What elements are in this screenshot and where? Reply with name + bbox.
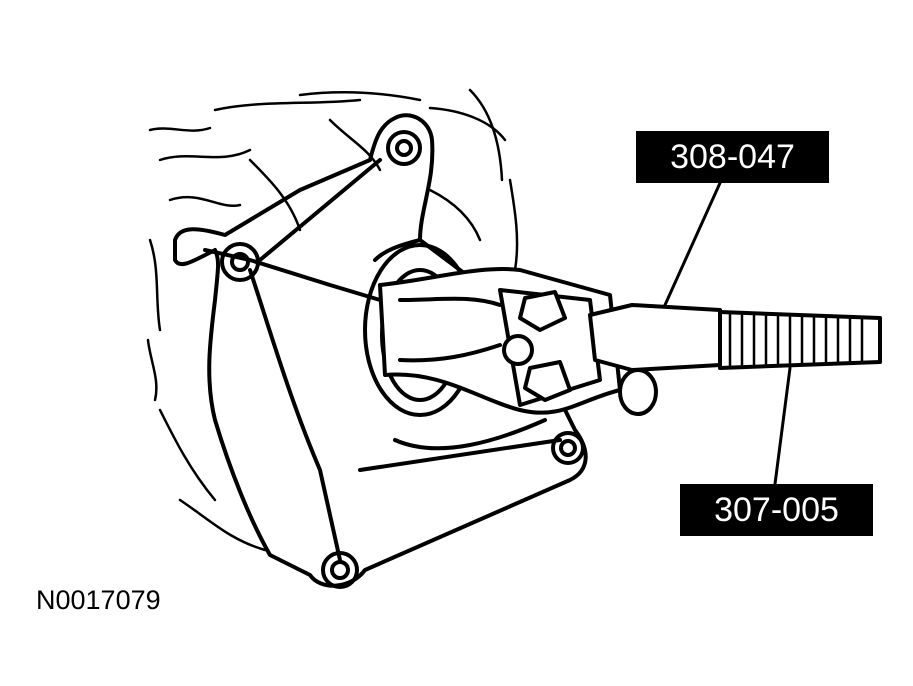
- knurled-grip: [728, 310, 864, 368]
- puller-tool: [378, 267, 622, 415]
- callout-leaders: [663, 181, 792, 486]
- tool-callout-308-047: 308-047: [636, 131, 829, 183]
- figure-id-label: N0017079: [36, 585, 161, 615]
- tool-callout-307-005: 307-005: [680, 484, 873, 536]
- transmission-housing: [173, 113, 588, 588]
- slide-hammer-shaft: [588, 303, 882, 372]
